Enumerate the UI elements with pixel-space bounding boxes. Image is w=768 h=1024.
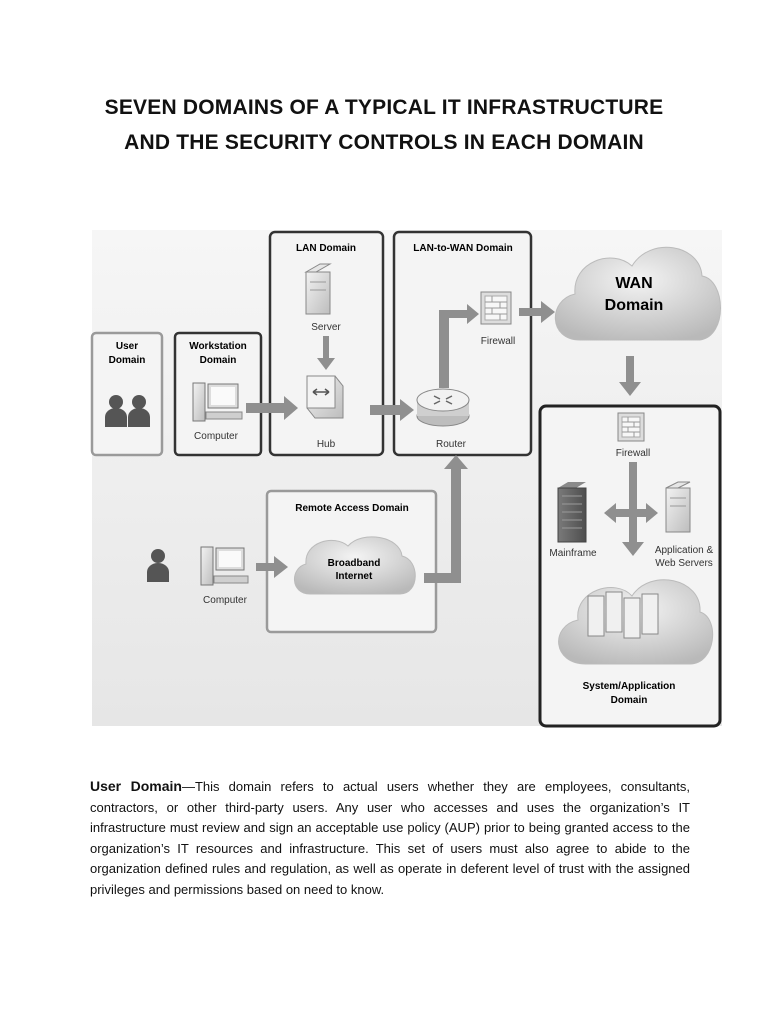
- broadband-label-1: Broadband: [328, 558, 381, 569]
- lan-to-wan-firewall-label: Firewall: [481, 336, 515, 347]
- arrow-router-to-firewall: [439, 304, 479, 388]
- workstation-computer-label: Computer: [194, 431, 239, 442]
- arrow-mainframe-servers-bidirectional: [604, 503, 658, 523]
- server-icon: [304, 263, 332, 315]
- workstation-domain-title-2: Domain: [200, 355, 237, 366]
- wan-cloud-shape: [554, 246, 721, 341]
- system-application-title-2: Domain: [611, 695, 648, 706]
- workstation-domain-title-1: Workstation: [189, 341, 247, 352]
- mainframe-label: Mainframe: [549, 548, 597, 559]
- remote-computer-icon: [200, 546, 249, 586]
- user-domain-title-1: User: [116, 341, 138, 352]
- user-domain-body: —This domain refers to actual users whet…: [90, 779, 691, 897]
- app-servers-label-2: Web Servers: [655, 558, 713, 569]
- remote-computer-label: Computer: [203, 595, 248, 606]
- arrow-firewall-to-wan: [519, 301, 555, 323]
- user-domain-heading: User Domain: [90, 778, 182, 794]
- hub-icon: [306, 375, 344, 419]
- arrow-wan-to-system: [619, 356, 641, 396]
- broadband-cloud-shape: [294, 536, 416, 595]
- computer-icon: [192, 382, 243, 422]
- user-domain: User Domain: [90, 331, 164, 457]
- user-domain-title-2: Domain: [109, 355, 146, 366]
- document-title-line-2: AND THE SECURITY CONTROLS IN EACH DOMAIN: [124, 131, 644, 154]
- lan-to-wan-domain: LAN-to-WAN Domain Firewall Router: [392, 230, 533, 457]
- wan-domain: WAN Domain: [554, 246, 721, 341]
- server-label: Server: [311, 322, 341, 333]
- user-domain-description: User Domain—This domain refers to actual…: [90, 776, 690, 900]
- system-application-domain: Firewall Mainframe Application & Web Ser…: [538, 404, 722, 728]
- router-label: Router: [436, 439, 467, 450]
- broadband-label-2: Internet: [336, 571, 373, 582]
- system-firewall-label: Firewall: [616, 448, 650, 459]
- firewall-icon: [617, 412, 645, 442]
- lan-domain-title: LAN Domain: [296, 243, 356, 254]
- server-rack-icon: [587, 591, 659, 639]
- application-server-icon: [665, 481, 691, 533]
- firewall-icon: [480, 291, 512, 325]
- arrow-server-to-hub: [317, 336, 335, 370]
- router-icon: [416, 388, 470, 427]
- workstation-domain: Workstation Domain Computer: [173, 331, 263, 457]
- system-application-title-1: System/Application: [583, 681, 676, 692]
- arrow-computer-to-hub: [246, 396, 298, 420]
- remote-access-domain: Remote Access Domain Broadband Internet: [265, 489, 438, 634]
- document-title-line-1: SEVEN DOMAINS OF A TYPICAL IT INFRASTRUC…: [104, 96, 664, 119]
- arrow-remote-computer-to-broadband: [256, 556, 288, 578]
- user-group-icon: [105, 395, 150, 427]
- wan-domain-title-2: Domain: [605, 297, 664, 314]
- wan-domain-title-1: WAN: [615, 275, 652, 292]
- mainframe-icon: [557, 482, 587, 543]
- remote-user-icon: [147, 549, 169, 582]
- lan-to-wan-domain-title: LAN-to-WAN Domain: [413, 243, 512, 254]
- it-infrastructure-diagram: User Domain Workstation Domain Computer …: [90, 230, 722, 728]
- arrow-broadband-to-router: [424, 455, 468, 583]
- app-servers-label-1: Application &: [655, 545, 714, 556]
- hub-label: Hub: [317, 439, 336, 450]
- remote-access-domain-title: Remote Access Domain: [295, 503, 409, 514]
- arrow-hub-to-router: [370, 399, 414, 421]
